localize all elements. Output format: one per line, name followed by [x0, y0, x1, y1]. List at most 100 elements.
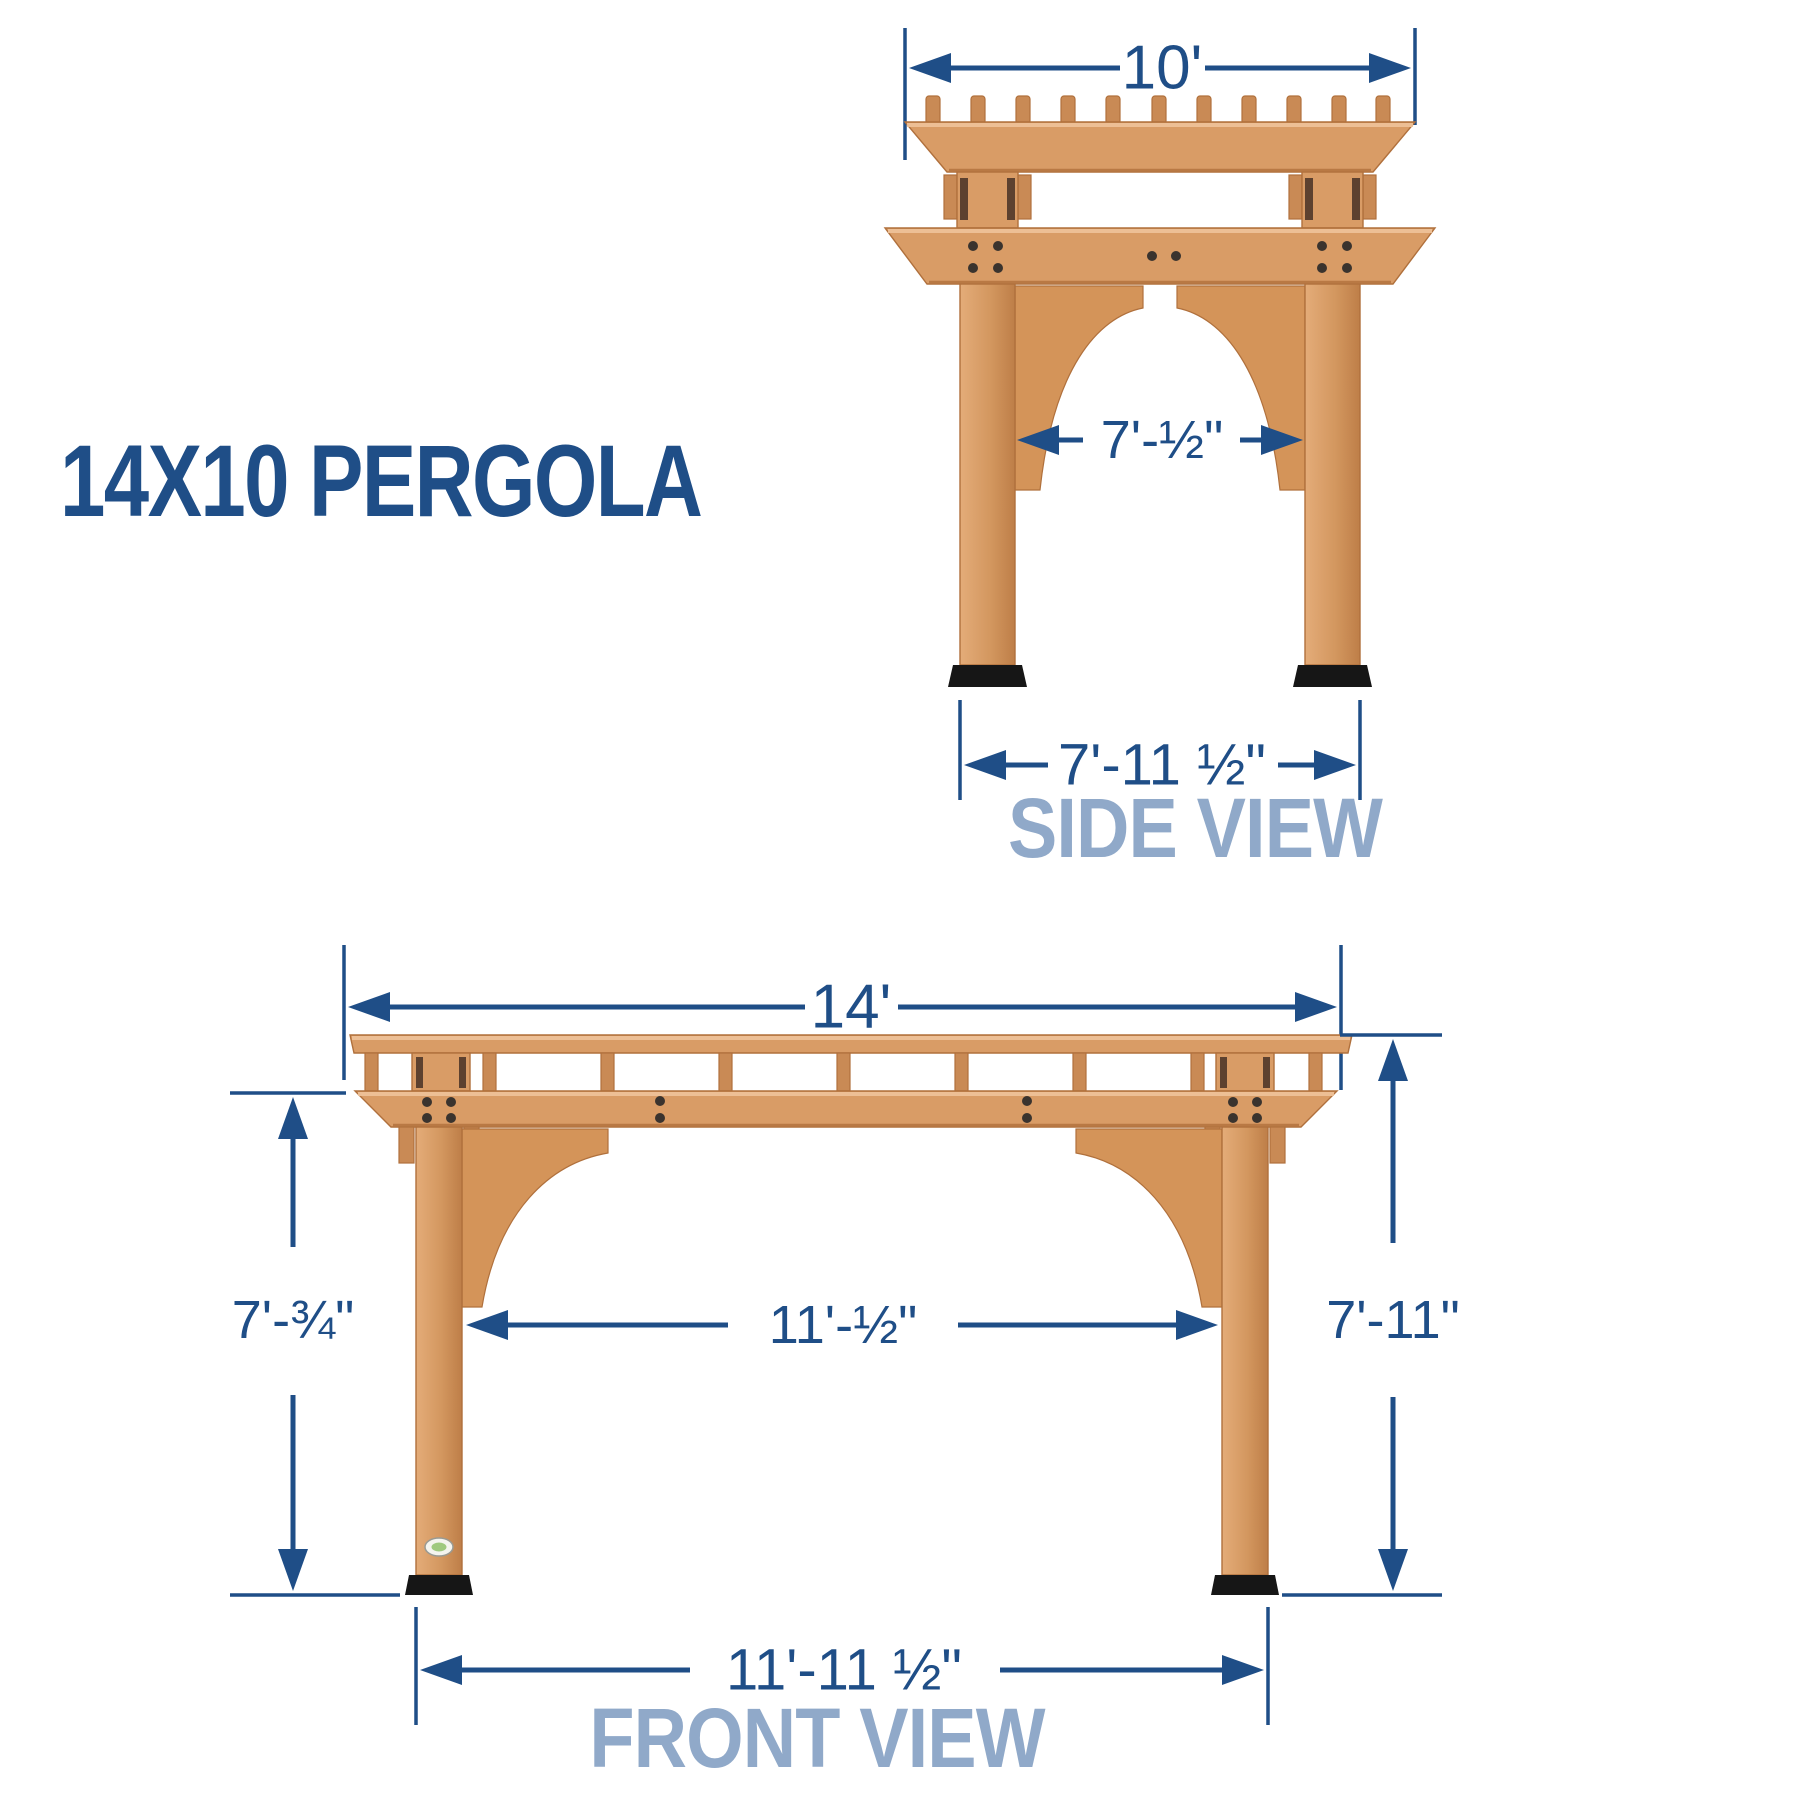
post-foot-left — [405, 1575, 473, 1595]
beam-end-block-right — [1288, 171, 1377, 229]
dimension-interior-width: 7'-½" — [1017, 410, 1303, 470]
bolt — [446, 1097, 456, 1107]
bolt — [446, 1113, 456, 1123]
arrow-left — [420, 1655, 462, 1685]
bolt — [1022, 1096, 1032, 1106]
front-view-diagram: 14' — [150, 895, 1510, 1775]
bolt — [1252, 1097, 1262, 1107]
post-right — [1221, 1126, 1269, 1576]
dimension-post-base-width: 11'-11 ½" — [414, 1607, 1270, 1725]
bolt — [993, 241, 1003, 251]
bracket — [416, 1057, 423, 1088]
front-view-svg: 14' — [230, 945, 1460, 1725]
rafter-spacer — [364, 1052, 379, 1092]
arrow-left — [348, 992, 390, 1022]
bolt — [993, 263, 1003, 273]
arrow-right — [1369, 53, 1411, 83]
badge-inner — [431, 1542, 447, 1552]
arrow-up — [1378, 1039, 1408, 1081]
dimension-post-height: 7'-¾" — [230, 1091, 400, 1597]
rafter-spacer — [718, 1052, 733, 1092]
post-foot-right — [1293, 665, 1372, 687]
cleat — [1017, 174, 1032, 220]
rafter-tail — [1196, 95, 1212, 125]
side-view-structure — [883, 95, 1437, 687]
dimension-label: 11'-11 ½" — [726, 1638, 962, 1703]
bolt — [1342, 241, 1352, 251]
rafter-spacer — [482, 1052, 497, 1092]
rafter-tail — [1375, 95, 1391, 125]
dimension-label: 7'-11" — [1326, 1290, 1460, 1350]
arrow-left — [909, 53, 951, 83]
arrow-left — [1017, 425, 1059, 455]
carriage-bolts — [968, 241, 1352, 273]
rafter-spacer — [954, 1052, 969, 1092]
bolt — [1342, 263, 1352, 273]
rafter-tail — [970, 95, 986, 125]
side-view-svg: 10' — [883, 28, 1437, 800]
rafter-tail — [1015, 95, 1031, 125]
post-foot-left — [948, 665, 1027, 687]
rafter-tail — [1105, 95, 1121, 125]
top-rafter-board — [903, 121, 1417, 173]
cleat — [1288, 174, 1303, 220]
bolt — [1147, 251, 1157, 261]
rafter-tail — [1286, 95, 1302, 125]
arrow-right — [1295, 992, 1337, 1022]
side-view-diagram: 10' — [810, 10, 1510, 890]
post-left — [415, 1126, 463, 1576]
bolt — [1171, 251, 1181, 261]
rafter-tail — [1151, 95, 1167, 125]
front-view-label: FRONT VIEW — [589, 1691, 1045, 1785]
rafter-spacer — [836, 1052, 851, 1092]
dimension-interior-width: 11'-½" — [466, 1295, 1218, 1355]
bolt — [422, 1113, 432, 1123]
rafter-tail — [1060, 95, 1076, 125]
bolt — [1022, 1113, 1032, 1123]
arrow-right — [1176, 1310, 1218, 1340]
dimension-label: 14' — [811, 973, 892, 1042]
side-view-label: SIDE VIEW — [1007, 781, 1383, 875]
rafter-tail — [1241, 95, 1257, 125]
rafter-spacers — [364, 1052, 1323, 1092]
arrow-right — [1314, 750, 1356, 780]
bolt — [655, 1096, 665, 1106]
bracket — [1352, 178, 1360, 220]
dimension-label: 7'-½" — [1101, 410, 1224, 470]
bracket — [960, 178, 968, 220]
bolt — [655, 1113, 665, 1123]
cleat — [943, 174, 958, 220]
dimension-label: 7'-¾" — [232, 1290, 355, 1350]
dimension-post-base-width: 7'-11 ½" — [958, 700, 1362, 800]
page-title: 14X10 PERGOLA — [60, 424, 703, 538]
carriage-bolts — [422, 1096, 1262, 1123]
post-right — [1304, 283, 1361, 666]
arrow-right — [1222, 1655, 1264, 1685]
bolt — [1252, 1113, 1262, 1123]
brand-badge — [424, 1537, 454, 1557]
knee-brace-right — [1075, 1128, 1223, 1308]
dimension-label: 7'-11 ½" — [1058, 733, 1266, 798]
dimension-label: 11'-½" — [769, 1295, 918, 1355]
arrow-right — [1261, 425, 1303, 455]
bolt — [1317, 241, 1327, 251]
dimension-overall-width-10ft: 10' — [903, 28, 1417, 160]
beam-end-block-left — [411, 1052, 471, 1092]
rafter-tails — [925, 95, 1391, 125]
arrow-left — [466, 1310, 508, 1340]
arrow-left — [964, 750, 1006, 780]
header-beam — [883, 227, 1437, 285]
rafter-tail — [925, 95, 941, 125]
rafter-spacer — [1308, 1052, 1323, 1092]
dimension-overall-height: 7'-11" — [1282, 1033, 1460, 1597]
bolt — [968, 263, 978, 273]
beam-end-block-right — [1215, 1052, 1275, 1092]
bolt — [1228, 1097, 1238, 1107]
bolt — [1228, 1113, 1238, 1123]
rafter-spacer — [1072, 1052, 1087, 1092]
bolt — [422, 1097, 432, 1107]
dimension-overall-width-14ft: 14' — [342, 945, 1343, 1090]
dimension-label: 10' — [1122, 34, 1203, 103]
front-view-structure — [349, 1034, 1353, 1595]
